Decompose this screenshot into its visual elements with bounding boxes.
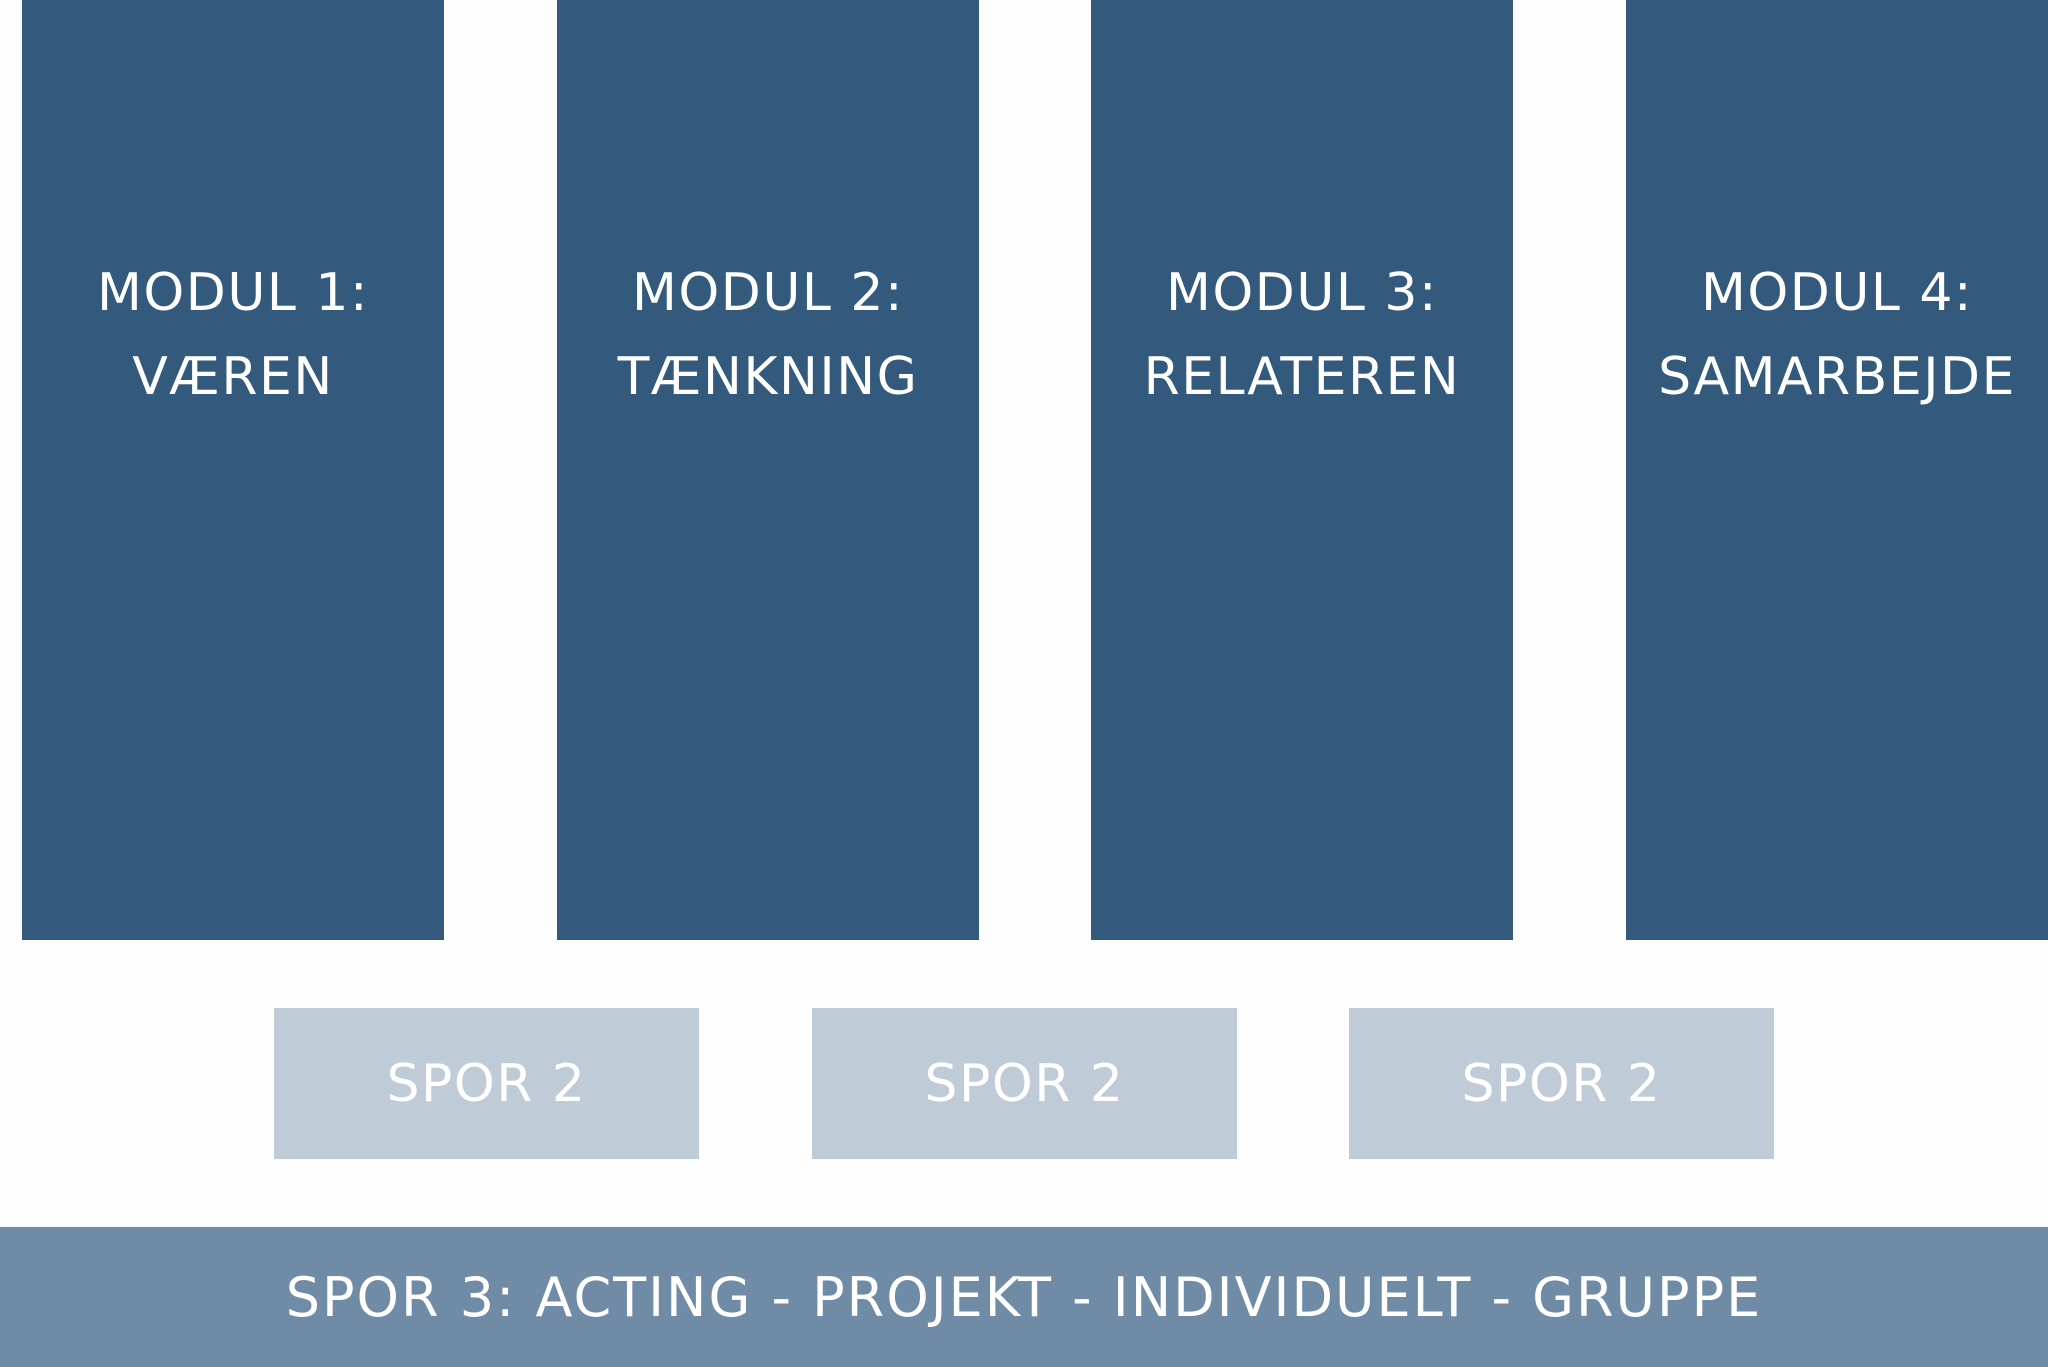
module-2-box: MODUL 2: TÆNKNING	[557, 0, 979, 940]
module-3-box: MODUL 3: RELATEREN	[1091, 0, 1513, 940]
spor-2-box-2: SPOR 2	[812, 1008, 1237, 1159]
spor-2-box-1: SPOR 2	[274, 1008, 699, 1159]
module-4-number: MODUL 4:	[1701, 263, 1973, 323]
module-2-name: TÆNKNING	[617, 347, 919, 407]
module-4-box: MODUL 4: SAMARBEJDE	[1626, 0, 2048, 940]
module-1-title: MODUL 1: VÆREN	[97, 251, 369, 419]
module-2-title: MODUL 2: TÆNKNING	[618, 251, 919, 419]
module-3-title: MODUL 3: RELATEREN	[1144, 251, 1461, 419]
module-1-name: VÆREN	[132, 347, 334, 407]
module-1-number: MODUL 1:	[97, 263, 369, 323]
spor-3-bar: SPOR 3: ACTING - PROJEKT - INDIVIDUELT -…	[0, 1227, 2048, 1367]
spor-2-box-3: SPOR 2	[1349, 1008, 1774, 1159]
module-4-name: SAMARBEJDE	[1658, 347, 2016, 407]
module-3-number: MODUL 3:	[1165, 263, 1438, 323]
module-1-box: MODUL 1: VÆREN	[22, 0, 444, 940]
module-4-title: MODUL 4: SAMARBEJDE	[1658, 251, 2016, 419]
module-3-name: RELATEREN	[1143, 347, 1461, 407]
module-2-number: MODUL 2:	[632, 263, 904, 323]
